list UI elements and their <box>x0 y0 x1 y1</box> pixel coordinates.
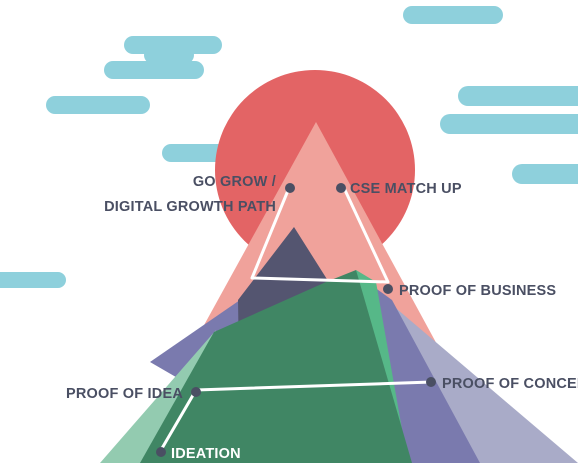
label-proof-of-concept: PROOF OF CONCEPT <box>442 376 578 392</box>
clouds <box>0 6 578 288</box>
mountain-light-green <box>100 330 216 463</box>
node-cse-match-up[interactable] <box>336 183 346 193</box>
cloud <box>46 96 150 114</box>
cloud <box>162 144 232 162</box>
node-proof-of-business[interactable] <box>383 284 393 294</box>
cloud <box>458 86 578 106</box>
label-ideation: IDEATION <box>171 446 241 462</box>
label-go-grow-line2: DIGITAL GROWTH PATH <box>104 199 276 215</box>
label-proof-of-business: PROOF OF BUSINESS <box>399 283 556 299</box>
cloud <box>0 272 66 288</box>
cloud <box>104 61 204 79</box>
nodes <box>156 183 436 457</box>
mountain-green <box>140 270 412 463</box>
labels: GO GROW / DIGITAL GROWTH PATH CSE MATCH … <box>66 174 578 462</box>
node-proof-of-concept[interactable] <box>426 377 436 387</box>
cloud <box>440 114 578 134</box>
cloud <box>144 46 194 64</box>
cloud <box>403 6 503 24</box>
node-proof-of-idea[interactable] <box>191 387 201 397</box>
label-cse-match-up: CSE MATCH UP <box>350 181 462 197</box>
path-outline <box>250 186 390 284</box>
node-ideation[interactable] <box>156 447 166 457</box>
node-go-grow[interactable] <box>285 183 295 193</box>
label-proof-of-idea: PROOF OF IDEA <box>66 386 183 402</box>
label-go-grow-line1: GO GROW / <box>193 174 276 190</box>
cloud <box>512 164 578 184</box>
